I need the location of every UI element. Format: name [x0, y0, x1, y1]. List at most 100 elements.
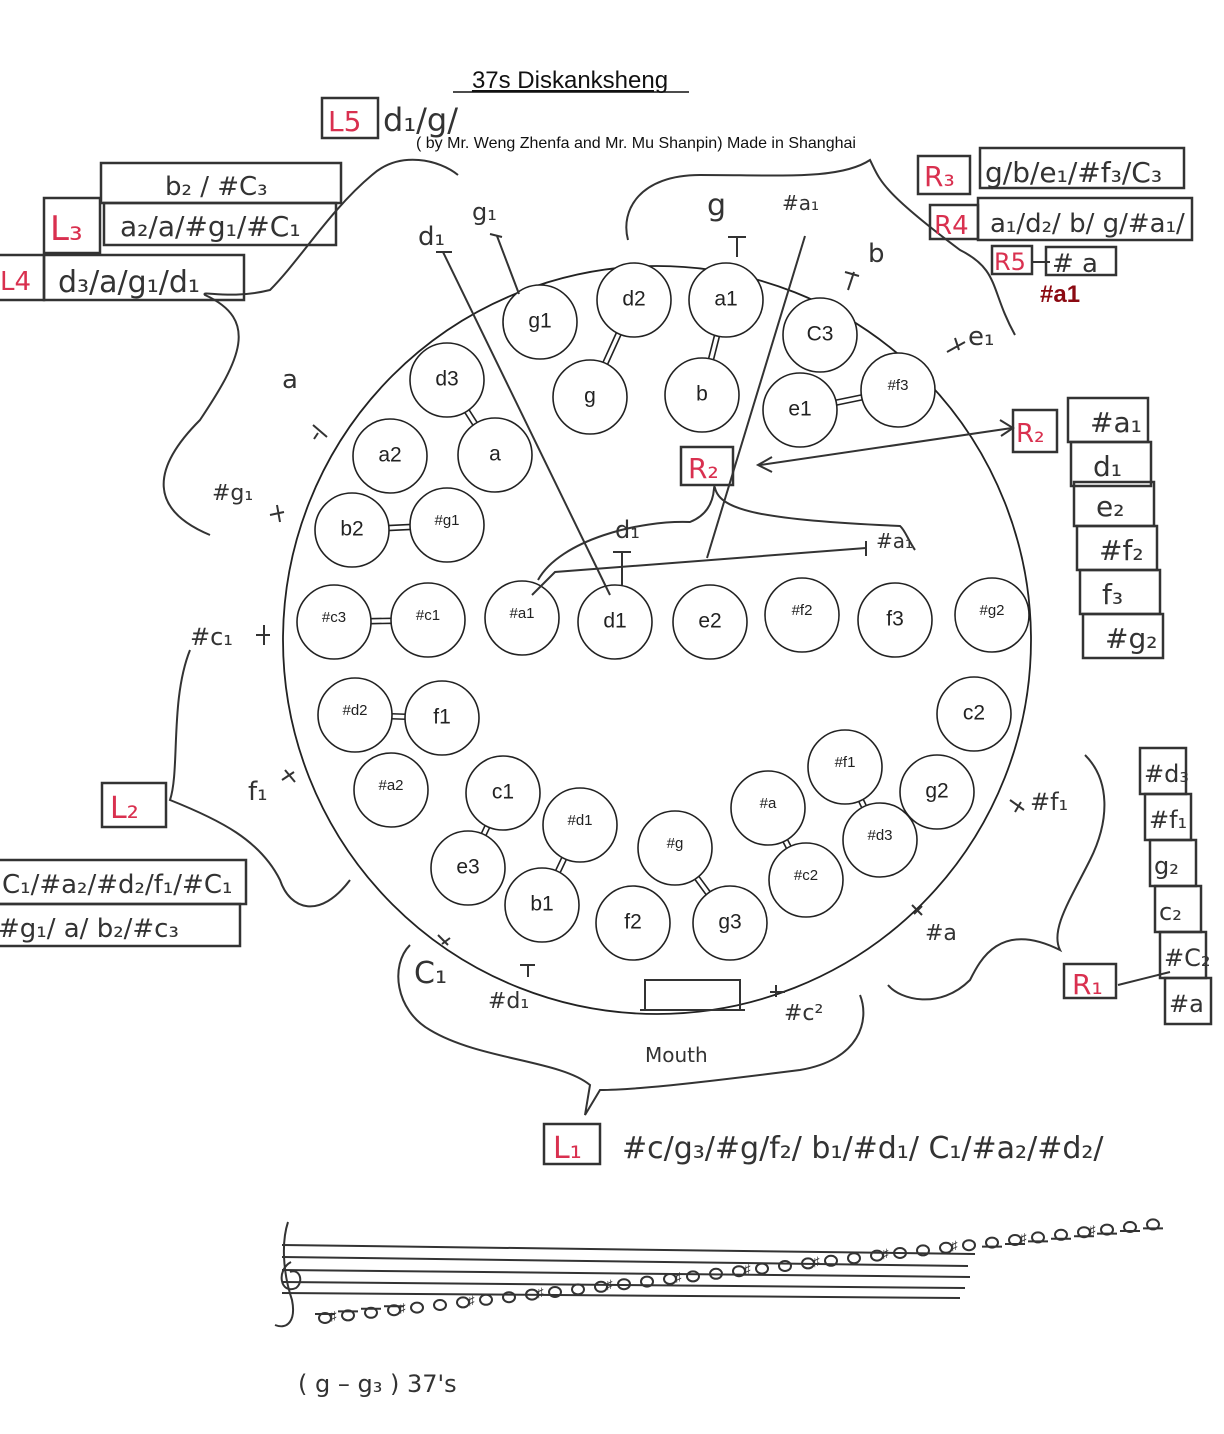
R2-cell: d₁: [1093, 450, 1122, 483]
pipe-connector: [558, 858, 568, 874]
staff-note: [939, 1241, 953, 1254]
pipe-circle: [504, 867, 580, 943]
pipe-label: g1: [528, 310, 551, 333]
R4-notes-box: [976, 196, 1194, 242]
R3-notes-box: [978, 146, 1186, 190]
L4-notes-box: [42, 253, 246, 302]
R4-label: R4: [934, 211, 969, 241]
L2-label: L₂: [110, 791, 139, 826]
outer-label-a: a: [282, 365, 298, 395]
R1-cell: #f₁: [1149, 806, 1187, 834]
staff-notes: ♯♯♯♯♯♯♯♯♯♯♯♯: [315, 1218, 1163, 1324]
outer-label-g: g: [707, 188, 726, 223]
pipe-label: #a2: [378, 777, 403, 794]
pipe-sharp-d3: #d3: [842, 802, 918, 878]
L5-notes: d₁/g/: [383, 101, 458, 139]
r2-arrowhead-left: [755, 456, 773, 473]
L2-row-2: #g₁/ a/ b₂/#c₃: [0, 914, 179, 944]
pipe-connector: [554, 856, 564, 872]
outer-label-d1-top: d₁: [418, 222, 445, 252]
pipe-b1: b1: [504, 867, 580, 943]
L1-label-box: [542, 1122, 602, 1166]
sharp-accidental-icon: ♯: [330, 1308, 337, 1323]
pipe-c2: c2: [936, 676, 1012, 752]
pipe-label: #d1: [567, 812, 592, 829]
L1-label: L₁: [553, 1131, 582, 1166]
pipe-circle: [542, 787, 618, 863]
L2-row-1: C₁/#a₂/#d₂/f₁/#C₁: [2, 870, 232, 900]
pipe-label: #f2: [792, 602, 813, 619]
staff-note: [663, 1273, 677, 1285]
pipe-connector: [601, 331, 618, 364]
staff-note: [548, 1286, 562, 1298]
staff-note: [640, 1275, 654, 1288]
L4-label: L4: [0, 267, 31, 297]
pipe-circle: [762, 372, 838, 448]
R3-notes: g/b/e₁/#f₃/C₃: [985, 156, 1162, 189]
pipe-circle: [807, 729, 883, 805]
sharp-accidental-icon: ♯: [606, 1277, 613, 1292]
L3-label-box: [42, 196, 102, 255]
d1-pointer-line: [442, 251, 611, 596]
pipe-label: g2: [925, 780, 948, 803]
pipe-label: g3: [718, 911, 741, 934]
pipe-connector: [712, 335, 721, 361]
pipe-label: f2: [624, 911, 642, 934]
pipe-label: e2: [698, 610, 721, 633]
pipe-circle: [899, 754, 975, 830]
staff-note: [686, 1270, 700, 1283]
staff-note: [824, 1254, 838, 1267]
outer-label-a-right: #a: [925, 921, 957, 946]
pipe-connector: [834, 393, 863, 402]
page-title: 37s Diskanksheng: [472, 67, 668, 94]
L3-row-1: b₂ / #C₃: [165, 172, 268, 202]
pipe-connector: [484, 826, 491, 837]
pipe-label: a: [489, 443, 501, 466]
staff-note: [916, 1244, 930, 1257]
outer-label-d1-bottom: #d₁: [488, 989, 529, 1014]
treble-clef-icon: [274, 1221, 302, 1328]
pipe-sharp-f3: #f3: [860, 352, 936, 428]
L3-row-2: a₂/a/#g₁/#C₁: [120, 210, 301, 243]
pipe-label: c1: [492, 781, 514, 804]
L5-label: L5: [328, 105, 361, 138]
staff-note: [962, 1239, 976, 1252]
pipe-label: b2: [340, 518, 363, 541]
staff-note: [870, 1249, 884, 1262]
sharp-accidental-icon: ♯: [675, 1269, 682, 1284]
pipe-circle: [430, 830, 506, 906]
sharp-accidental-icon: ♯: [468, 1293, 475, 1308]
pipe-a2: a2: [352, 418, 428, 494]
pipe-connector: [480, 824, 487, 835]
pipe-g1: g1: [502, 284, 578, 360]
L2-label-box: [100, 781, 168, 829]
pipe-circle: [637, 810, 713, 886]
pipe-circle: [688, 262, 764, 338]
pipe-sharp-f2: #f2: [764, 577, 840, 653]
pipe-circle: [296, 584, 372, 660]
pipe-circle: [457, 417, 533, 493]
outer-label-e1: e₁: [968, 322, 994, 352]
pipe-label: #c2: [794, 867, 818, 884]
pipe-a1: a1: [688, 262, 764, 338]
pipe-circle: [842, 802, 918, 878]
pipe-label: b: [696, 383, 708, 406]
pipe-circle: [764, 577, 840, 653]
outer-label-c1-left: #c₁: [190, 623, 233, 651]
R1-cell: c₂: [1159, 898, 1182, 926]
pipe-label: b1: [530, 893, 553, 916]
L4-notes: d₃/a/g₁/d₁: [58, 265, 200, 300]
pipe-connector: [463, 411, 475, 427]
pipe-sharp-g: #g: [637, 810, 713, 886]
R2-label: R₂: [1016, 419, 1045, 449]
R5-label: R5: [994, 248, 1026, 276]
pipe-circle: [390, 582, 466, 658]
pipe-label: #f3: [888, 377, 909, 394]
outer-label-g1-left: #g₁: [212, 481, 253, 506]
pipe-d2: d2: [596, 262, 672, 338]
pipe-label: f3: [886, 608, 904, 631]
callout-curves: [162, 158, 1171, 1116]
pipe-label: #d3: [867, 827, 892, 844]
pipe-sharp-a1: #a1: [484, 580, 560, 656]
